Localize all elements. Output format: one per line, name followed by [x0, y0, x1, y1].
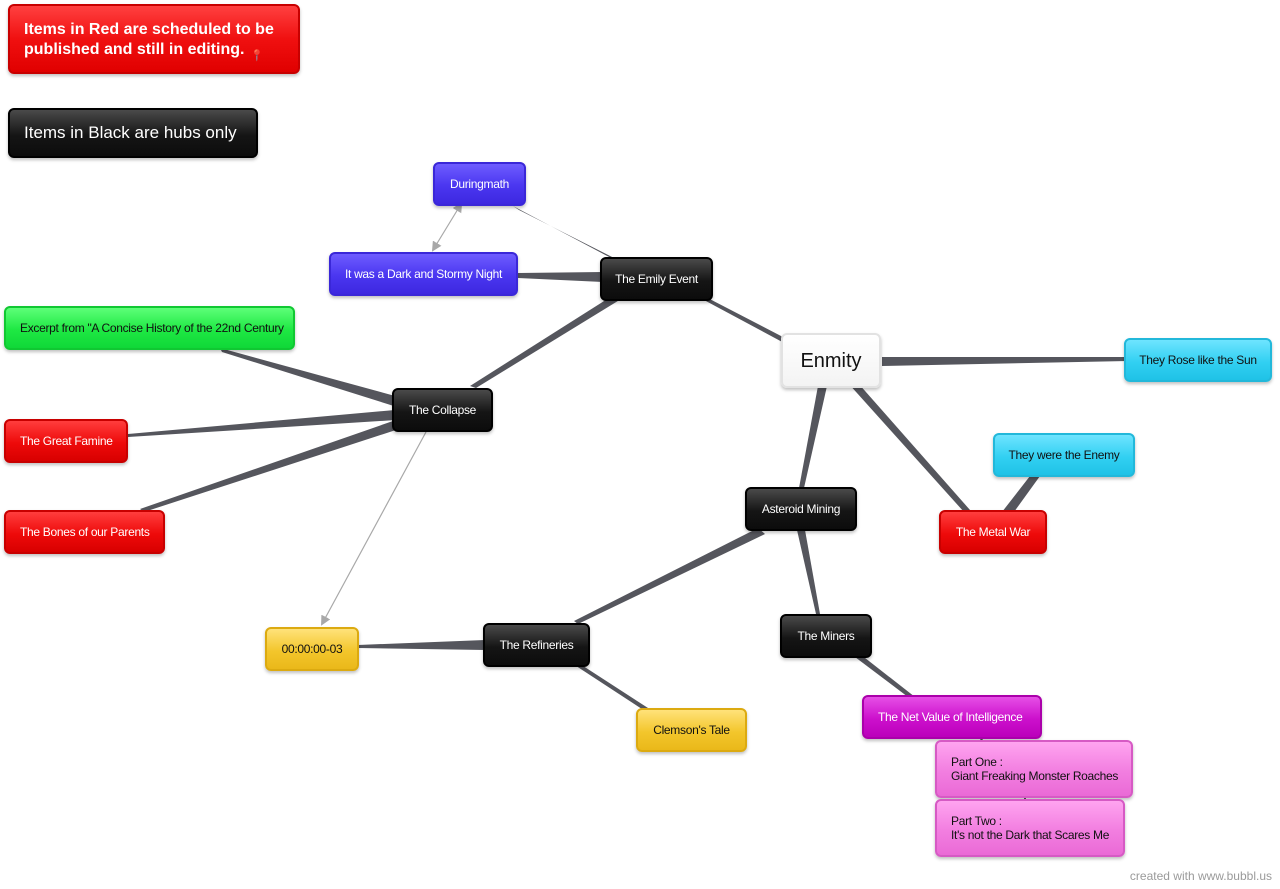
node-dark-stormy[interactable]: It was a Dark and Stormy Night [329, 252, 518, 296]
node-emily-event[interactable]: The Emily Event [600, 257, 713, 301]
node-label: It was a Dark and Stormy Night [344, 267, 503, 281]
arrow-duringmath-dark-stormy [431, 202, 463, 252]
link-refineries-clemson [567, 660, 648, 711]
node-label: They Rose like the Sun [1139, 353, 1257, 367]
node-label: Duringmath [449, 177, 510, 191]
node-label: The Collapse [408, 403, 477, 417]
node-label: The Miners [797, 629, 855, 643]
pin-icon: 📍 [250, 50, 264, 62]
node-collapse[interactable]: The Collapse [392, 388, 493, 432]
node-net-value[interactable]: The Net Value of Intelligence [862, 695, 1042, 739]
legend-black-text: Items in Black are hubs only [24, 123, 237, 142]
link-emily-duringmath [513, 206, 622, 262]
link-asteroid-refineries [574, 528, 765, 624]
link-enmity-asteroid-mining [799, 386, 827, 488]
link-enmity-metal-war [848, 383, 970, 512]
node-subtitle: Giant Freaking Monster Roaches [951, 769, 1119, 783]
link-collapse-excerpt [220, 348, 397, 407]
node-great-famine[interactable]: The Great Famine [4, 419, 128, 463]
node-subtitle: It's not the Dark that Scares Me [951, 828, 1110, 842]
link-collapse-famine [128, 410, 396, 437]
node-label: The Net Value of Intelligence [878, 710, 1023, 724]
link-enmity-emily-event [700, 294, 786, 344]
legend-red-text: Items in Red are scheduled to be publish… [24, 21, 274, 58]
node-title: Part Two : [951, 814, 1002, 828]
node-rose-sun[interactable]: They Rose like the Sun [1124, 338, 1272, 382]
footer-credit[interactable]: created with www.bubbl.us [1129, 869, 1272, 883]
link-emily-dark-stormy [518, 272, 603, 282]
node-label: The Bones of our Parents [20, 525, 150, 539]
node-label: The Great Famine [20, 434, 113, 448]
link-emily-collapse [470, 296, 626, 388]
link-collapse-bones [140, 421, 399, 512]
node-metal-war[interactable]: The Metal War [939, 510, 1047, 554]
node-clemson[interactable]: Clemson's Tale [636, 708, 747, 752]
node-excerpt[interactable]: Excerpt from "A Concise History of the 2… [4, 306, 295, 350]
arrow-collapse-timestamp [321, 431, 427, 626]
node-duringmath[interactable]: Duringmath [433, 162, 526, 206]
link-enmity-rose-sun [882, 357, 1128, 366]
legend-black-box: Items in Black are hubs only [8, 108, 258, 158]
node-miners[interactable]: The Miners [780, 614, 872, 658]
node-label: Asteroid Mining [761, 502, 841, 516]
node-label: The Metal War [955, 525, 1031, 539]
node-refineries[interactable]: The Refineries [483, 623, 590, 667]
node-asteroid-mining[interactable]: Asteroid Mining [745, 487, 857, 531]
node-were-enemy[interactable]: They were the Enemy [993, 433, 1135, 477]
node-timestamp[interactable]: 00:00:00-03 [265, 627, 359, 671]
node-label: Clemson's Tale [653, 723, 730, 737]
link-miners-net-value [851, 654, 915, 697]
node-label: The Refineries [499, 638, 574, 652]
node-label: They were the Enemy [1008, 448, 1120, 462]
node-label: Enmity [800, 349, 862, 372]
node-bones-parents[interactable]: The Bones of our Parents [4, 510, 165, 554]
node-label: Excerpt from "A Concise History of the 2… [20, 321, 284, 335]
node-label: The Emily Event [615, 272, 698, 286]
node-label: 00:00:00-03 [281, 642, 343, 656]
node-part-two[interactable]: Part Two : It's not the Dark that Scares… [935, 799, 1125, 857]
node-enmity[interactable]: Enmity [781, 333, 881, 388]
node-title: Part One : [951, 755, 1003, 769]
link-asteroid-miners [797, 530, 820, 614]
link-metal-war-enemy [1002, 476, 1040, 512]
link-refineries-timestamp [358, 640, 485, 650]
node-part-one[interactable]: Part One : Giant Freaking Monster Roache… [935, 740, 1133, 798]
legend-red-box: Items in Red are scheduled to be publish… [8, 4, 300, 74]
